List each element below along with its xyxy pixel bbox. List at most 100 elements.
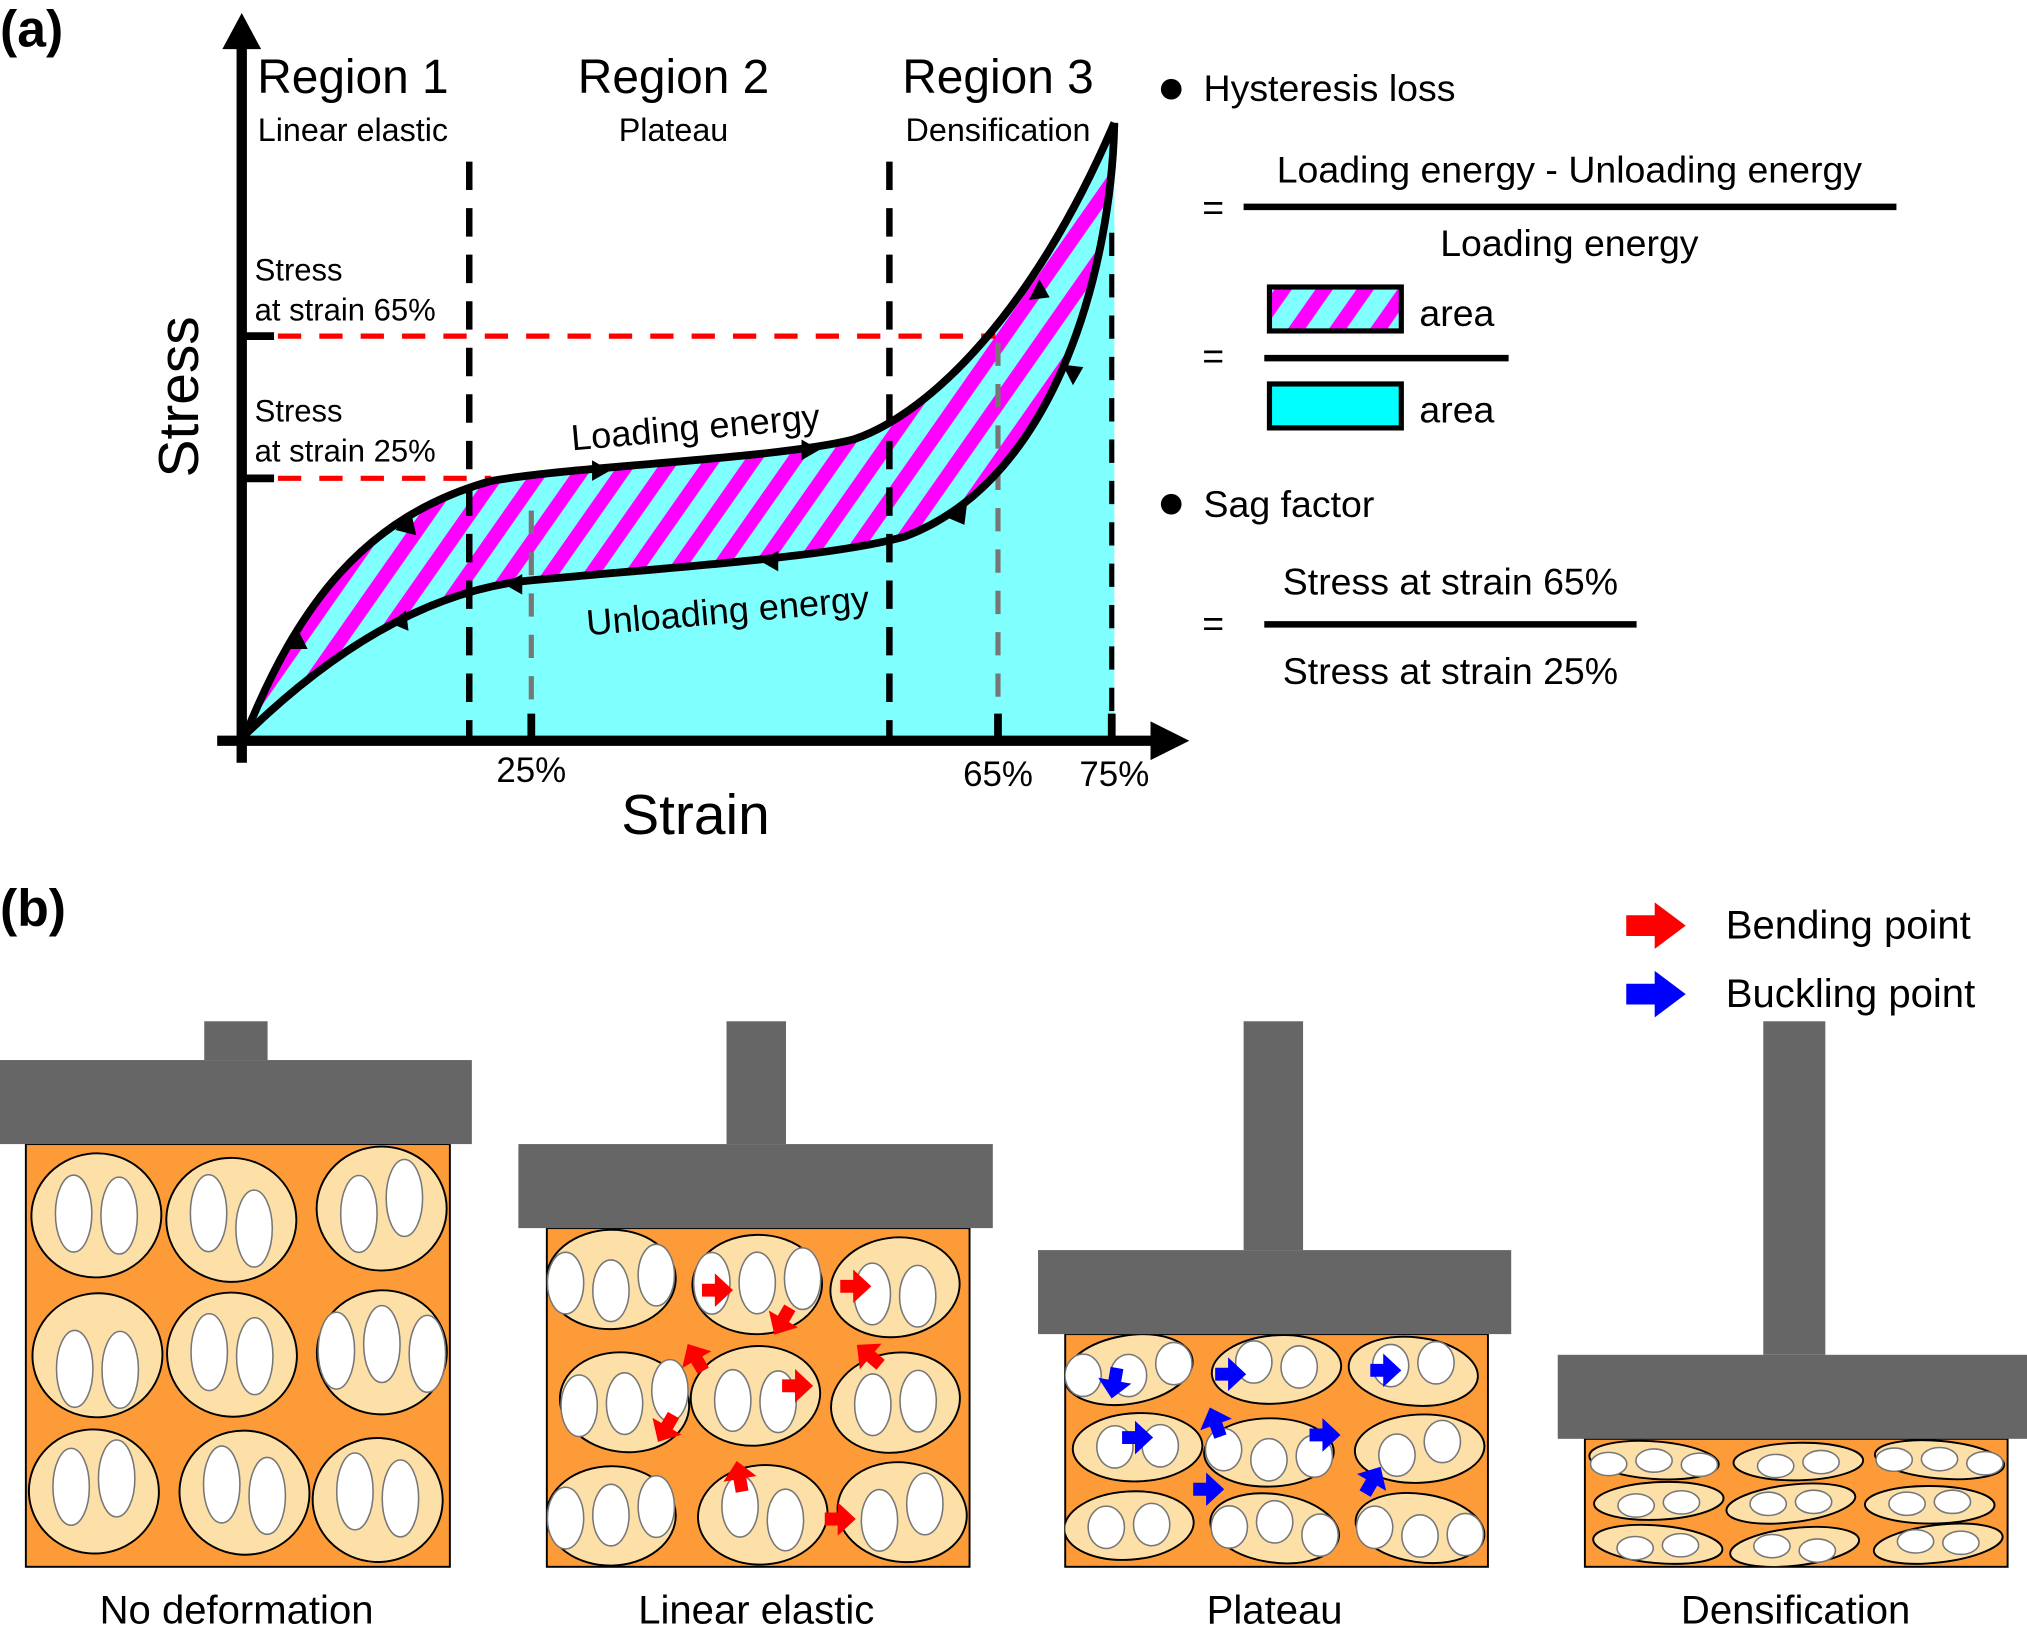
arrow-icon xyxy=(592,460,611,481)
foam-pore xyxy=(100,1176,139,1255)
cyan-area-label: area xyxy=(1419,389,1494,431)
stage-label-densification: Densification xyxy=(1681,1589,1910,1625)
foam-pore xyxy=(1896,1528,1935,1554)
bending-point-arrow-icon xyxy=(856,1343,885,1370)
panel-a-label: (a) xyxy=(0,0,63,58)
bullet-icon xyxy=(1160,78,1182,100)
stress-65-label-2: at strain 65% xyxy=(255,293,436,328)
stage-label-linear-elastic: Linear elastic xyxy=(638,1589,874,1625)
buckling-point-arrow-icon xyxy=(1200,1407,1232,1439)
foam-pore xyxy=(1888,1491,1926,1517)
foam-pore xyxy=(766,1488,805,1552)
foam-pore xyxy=(235,1189,274,1268)
foam-pore xyxy=(783,1247,822,1311)
hatched-area-swatch xyxy=(1266,284,1404,334)
bending-point-arrow-icon xyxy=(840,1269,872,1304)
arrow-icon xyxy=(395,511,417,536)
foam-pore xyxy=(235,1317,274,1396)
stage-label-plateau: Plateau xyxy=(1207,1589,1343,1625)
foam-pore xyxy=(637,1475,676,1539)
foam-pore xyxy=(899,1369,938,1433)
y-axis-arrow-icon xyxy=(222,12,262,50)
arrow-icon xyxy=(390,610,409,631)
foam-pore xyxy=(738,1251,777,1315)
buckling-point-arrow-icon xyxy=(1215,1357,1247,1391)
buckling-point-arrow-icon xyxy=(1098,1366,1132,1399)
foam-pore xyxy=(97,1439,136,1518)
foam-pore xyxy=(1941,1530,1980,1556)
foam-pore xyxy=(1965,1450,2004,1476)
curve-direction-arrows xyxy=(286,279,1084,649)
arrow-icon xyxy=(1062,364,1084,386)
arrow-icon xyxy=(801,439,820,461)
bending-point-arrow-icon xyxy=(768,1304,798,1335)
bending-point-legend-label: Bending point xyxy=(1726,904,1971,948)
hysteresis-numerator: Loading energy - Unloading energy xyxy=(1277,148,1863,190)
x-axis-arrow-icon xyxy=(1150,721,1190,761)
region-1-subtitle: Linear elastic xyxy=(258,112,448,148)
foam-pore xyxy=(1234,1340,1273,1384)
foam-pore xyxy=(248,1456,287,1536)
stage-label-no-deformation: No deformation xyxy=(100,1589,374,1625)
foam-pore xyxy=(1794,1489,1833,1515)
foam-pore xyxy=(1589,1451,1628,1477)
sag-title: Sag factor xyxy=(1204,483,1375,525)
bending-point-arrow-icon xyxy=(682,1343,712,1375)
region-3-subtitle: Densification xyxy=(906,112,1091,148)
region-1-title: Region 1 xyxy=(257,51,448,104)
foam-cells xyxy=(1065,1334,1486,1565)
buckling-point-arrow-icon xyxy=(1370,1353,1402,1388)
equals-sign: = xyxy=(1202,186,1224,228)
foam-pore xyxy=(339,1174,378,1254)
sag-numerator: Stress at strain 65% xyxy=(1283,561,1618,603)
foam-pore xyxy=(1250,1437,1288,1482)
buckling-point-arrow-icon xyxy=(1309,1418,1341,1452)
region-2-title: Region 2 xyxy=(578,51,769,104)
stress-25-label-1: Stress xyxy=(255,393,343,428)
compression-stage-3 xyxy=(1038,1021,1512,1568)
tick-25: 25% xyxy=(496,751,566,790)
foam-pore xyxy=(591,1483,630,1547)
foam-pore xyxy=(1933,1489,1972,1515)
foam-pore xyxy=(860,1488,899,1552)
stress-25-label-2: at strain 25% xyxy=(255,434,436,469)
foam-pore xyxy=(1280,1345,1319,1389)
buckling-point-legend-label: Buckling point xyxy=(1726,972,1975,1016)
foam-pore xyxy=(1661,1532,1700,1558)
press-stem xyxy=(1763,1021,1826,1355)
bullet-icon xyxy=(1160,493,1182,515)
arrow-icon xyxy=(1029,279,1050,300)
foam-pore xyxy=(1875,1447,1914,1473)
hatched-area-label: area xyxy=(1419,292,1494,334)
region-2-subtitle: Plateau xyxy=(619,112,729,148)
foam-pore xyxy=(1798,1538,1837,1563)
foam-pore xyxy=(1417,1340,1455,1385)
buckling-point-arrow-icon xyxy=(1122,1420,1154,1455)
sag-denominator: Stress at strain 25% xyxy=(1283,650,1618,692)
equals-sign: = xyxy=(1202,602,1224,644)
foam-pore xyxy=(853,1373,892,1437)
foam-pore xyxy=(1401,1514,1439,1558)
foam-pore xyxy=(408,1314,447,1394)
foam-pore xyxy=(1749,1491,1788,1517)
foam-pore xyxy=(189,1173,228,1253)
press-platen xyxy=(1038,1250,1512,1335)
foam-pore xyxy=(1802,1449,1840,1475)
press-stem xyxy=(726,1021,786,1145)
bending-point-arrow-icon xyxy=(782,1369,814,1403)
foam-pore xyxy=(1087,1505,1126,1550)
hysteresis-denominator: Loading energy xyxy=(1440,222,1699,264)
y-axis-label: Stress xyxy=(148,316,211,477)
panel-b: (b) Bending point Buckling point No defo… xyxy=(0,879,2027,1625)
foam-pore xyxy=(190,1312,229,1392)
foam-pore xyxy=(54,1174,93,1253)
foam-cell xyxy=(1863,1485,1996,1525)
compression-stage-4 xyxy=(1557,1021,2027,1568)
foam-pore xyxy=(385,1158,424,1238)
press-platen xyxy=(0,1060,472,1145)
foam-pore xyxy=(317,1311,356,1390)
foam-pore xyxy=(101,1330,140,1410)
press-stem xyxy=(204,1021,268,1061)
foam-pore xyxy=(1446,1512,1485,1557)
